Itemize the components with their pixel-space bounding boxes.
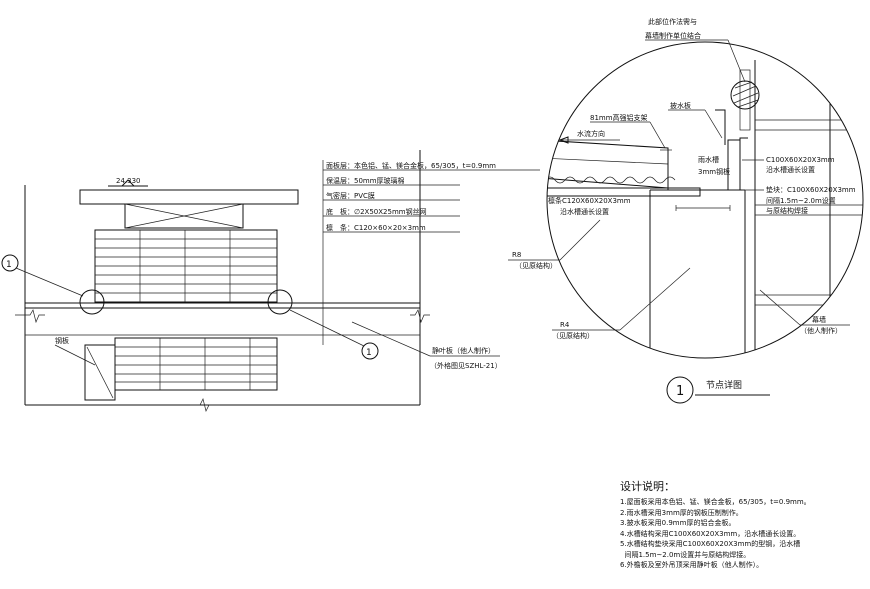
wall-label-1: 幕墙 <box>812 315 826 324</box>
spec-line-2: 保温层：50mm厚玻璃棉 <box>326 176 405 185</box>
gutter-label-1: 雨水槽 <box>698 155 719 164</box>
callout-bubble-right <box>361 342 379 360</box>
pad-label-2: 间隔1.5m~2.0m设置 <box>766 196 836 205</box>
louver-ref: （外格图见SZHL-21） <box>430 361 502 370</box>
flow-label: 水流方向 <box>577 129 605 138</box>
node-detail: 此部位作法需与 幕墙制作单位结合 81mm高强铝支架 披水板 水流方向 雨水槽 … <box>508 17 864 404</box>
bracket-label: 81mm高强铝支架 <box>590 113 648 122</box>
wall-label-2: （他人制作） <box>800 326 842 335</box>
note-item: 6.外檐板及室外吊顶采用静叶板（他人制作）。 <box>620 561 764 569</box>
steel-plate-label: 钢板 <box>55 336 69 345</box>
r8-label-2: （见原结构） <box>515 261 557 270</box>
spec-line-5: 檩 条：C120×60×20×3mm <box>326 223 426 232</box>
top-note-2: 幕墙制作单位结合 <box>645 31 701 40</box>
detail-title: 节点详图 <box>706 379 742 391</box>
louver-block-upper <box>94 229 278 303</box>
c100-label-1: C100X60X20X3mm <box>766 156 835 164</box>
notes-title: 设计说明： <box>620 480 675 493</box>
r8-label-1: R8 <box>512 251 521 259</box>
note-item: 5.水槽结构垫块采用C100X60X20X3mm的型钢，沿水槽 间隔1.5m~2… <box>620 540 801 559</box>
design-notes: 设计说明： 1.屋面板采用本色铝、锰、镁合金板，65/305，t=0.9mm。 … <box>620 478 865 571</box>
top-note-1: 此部位作法需与 <box>648 17 697 26</box>
detail-circle <box>546 41 864 359</box>
gutter-label-2: 3mm钢板 <box>698 167 730 176</box>
note-item: 4.水槽结构采用C100X60X20X3mm，沿水槽通长设置。 <box>620 529 801 538</box>
elevation-view: 24.330 <box>1 150 540 413</box>
top-cap <box>79 189 299 205</box>
note-item: 2.雨水槽采用3mm厚的钢板压制制作。 <box>620 508 743 517</box>
pad-label-1: 垫块：C100X60X20X3mm <box>766 185 856 194</box>
note-item: 3.披水板采用0.9mm厚的铝合金板。 <box>620 519 736 527</box>
louver-block-lower <box>114 337 278 391</box>
elevation-label: 24.330 <box>116 177 141 185</box>
pad-label-3: 与原结构焊接 <box>766 206 808 215</box>
spec-line-1: 面板层：本色铝、锰、镁合金板，65/305，t=0.9mm <box>326 161 496 170</box>
louver-label: 静叶板（他人制作） <box>432 346 495 355</box>
purlin-label-1: 檩条C120X60X20X3mm <box>548 196 631 205</box>
note-item: 1.屋面板采用本色铝、锰、镁合金板，65/305，t=0.9mm。 <box>620 498 811 506</box>
callout-bubble-left <box>1 254 19 272</box>
callout-number-left: 1 <box>6 260 12 270</box>
detail-title-bubble <box>666 376 694 404</box>
spec-line-4: 底 板：∅2X50X25mm钢丝网 <box>326 207 427 216</box>
support-frame <box>124 203 244 229</box>
flashing-label: 披水板 <box>670 101 691 110</box>
r4-label-2: （见原结构） <box>552 331 594 340</box>
purlin-label-2: 沿水槽通长设置 <box>560 207 609 216</box>
r4-label-1: R4 <box>560 321 570 329</box>
callout-number-right: 1 <box>366 348 372 358</box>
detail-callout-right <box>267 289 293 315</box>
c100-label-2: 沿水槽通长设置 <box>766 165 815 174</box>
detail-title-number: 1 <box>676 384 684 399</box>
spec-line-3: 气密层：PVC膜 <box>326 191 375 200</box>
detail-callout-left <box>79 289 105 315</box>
steel-plate <box>84 344 116 401</box>
